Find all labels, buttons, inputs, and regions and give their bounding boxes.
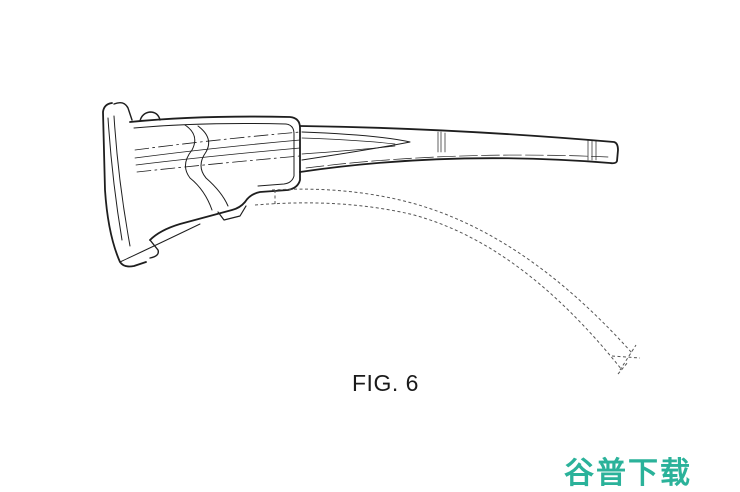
temple-arm xyxy=(299,125,619,173)
watermark-text: 谷普下载 xyxy=(564,456,692,491)
folded-temple-arm-dashed xyxy=(254,188,641,375)
figure-label: FIG. 6 xyxy=(352,370,419,396)
eyewear-frame xyxy=(102,101,301,268)
